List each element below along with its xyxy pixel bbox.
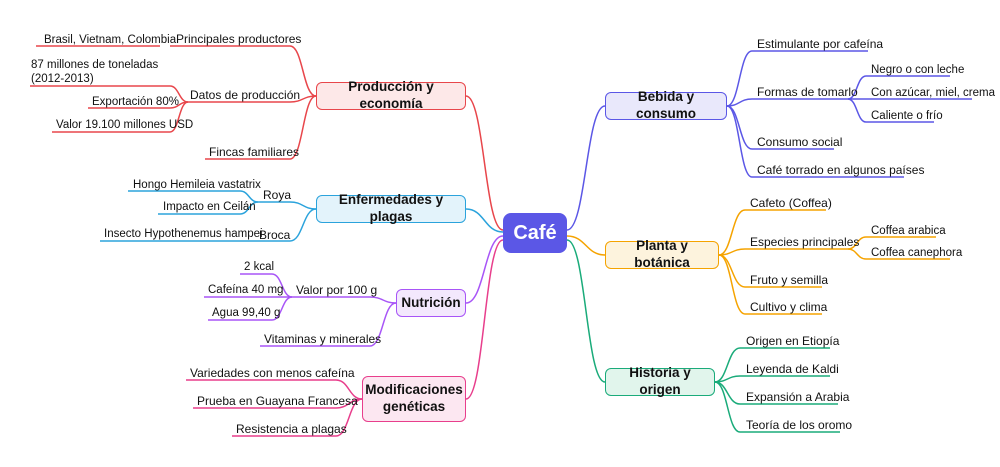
branch-historia[interactable]: Historia y origen (605, 365, 715, 397)
edge-center-bebida (566, 105, 606, 231)
node-kcal[interactable]: 2 kcal (244, 261, 275, 273)
edge-his-oromo (714, 381, 741, 433)
edge-prod-principales (289, 45, 317, 97)
node-hongo[interactable]: Hongo Hemileia vastatrix (133, 179, 261, 191)
node-variedades[interactable]: Variedades con menos cafeína (190, 366, 355, 380)
edge-his-kaldi (714, 375, 741, 383)
edge-prod-fincas (289, 95, 317, 160)
node-fruto[interactable]: Fruto y semilla (750, 273, 829, 287)
edge-beb-formas (726, 98, 753, 107)
node-kaldi[interactable]: Leyenda de Kaldi (746, 362, 839, 376)
edge-center-enfermedades (465, 208, 504, 233)
edge-enf-ceilan (239, 201, 259, 215)
edge-his-etiopia (714, 347, 741, 383)
node-prueba[interactable]: Prueba en Guayana Francesa (197, 394, 358, 408)
node-cafeina[interactable]: Cafeína 40 mg (208, 284, 284, 296)
branch-planta[interactable]: Planta y botánica (605, 238, 719, 270)
edge-pla-cafeto (718, 209, 746, 256)
edge-beb-torrado (726, 105, 753, 178)
node-formas[interactable]: Formas de tomarlo (757, 85, 858, 99)
node-arabia[interactable]: Expansión a Arabia (746, 390, 850, 404)
node-etiopia[interactable]: Origen en Etiopía (746, 334, 840, 348)
edge-prod-datos (289, 95, 317, 103)
edge-mod-resistencia (335, 398, 363, 437)
node-oromo[interactable]: Teoría de los oromo (746, 418, 853, 432)
node-broca[interactable]: Broca (259, 228, 291, 242)
node-valor-100g[interactable]: Valor por 100 g (296, 283, 378, 297)
node-resistencia[interactable]: Resistencia a plagas (236, 422, 347, 436)
edge-enf-broca (289, 208, 317, 242)
edge-center-historia (566, 239, 606, 383)
node-estimulante[interactable]: Estimulante por cafeína (757, 37, 884, 51)
edge-his-arabia (714, 381, 741, 405)
node-principales-productores[interactable]: Principales productores (176, 32, 302, 46)
edge-enf-roya (289, 201, 317, 210)
branch-modificaciones[interactable]: Modificaciones genéticas (362, 376, 466, 422)
node-agua[interactable]: Agua 99,40 g (212, 307, 281, 319)
node-paises[interactable]: Brasil, Vietnam, Colombia (44, 34, 177, 46)
node-roya[interactable]: Roya (263, 188, 292, 202)
edge-prod-valor (169, 101, 189, 133)
node-ceilan[interactable]: Impacto en Ceilán (163, 201, 256, 213)
node-consumo-social[interactable]: Consumo social (757, 135, 843, 149)
branch-produccion[interactable]: Producción y economía (316, 79, 466, 111)
node-datos-produccion[interactable]: Datos de producción (190, 88, 301, 102)
node-arabica[interactable]: Coffea arabica (871, 225, 946, 237)
edge-nut-agua (271, 296, 293, 321)
edge-center-nutricion (465, 235, 504, 304)
node-caliente[interactable]: Caliente o frío (871, 110, 943, 122)
edge-nut-valor (369, 296, 397, 304)
node-torrado[interactable]: Café torrado en algunos países (757, 163, 925, 177)
node-cultivo[interactable]: Cultivo y clima (750, 300, 828, 314)
node-azucar[interactable]: Con azúcar, miel, crema (871, 87, 995, 99)
node-insecto[interactable]: Insecto Hypothenemus hampei (104, 228, 263, 240)
edge-nut-vitaminas (369, 302, 397, 347)
edge-center-modificaciones (465, 239, 504, 400)
edge-pla-especies (718, 248, 746, 256)
node-fincas[interactable]: Fincas familiares (209, 145, 300, 159)
edge-center-planta (566, 235, 606, 256)
node-vitaminas[interactable]: Vitaminas y minerales (264, 332, 382, 346)
branch-nutricion[interactable]: Nutrición (396, 289, 466, 317)
edge-beb-caliente (847, 98, 867, 123)
central-node[interactable]: Café (503, 213, 567, 253)
node-negro[interactable]: Negro o con leche (871, 64, 965, 76)
node-toneladas[interactable]: 87 millones de toneladas (2012-2013) (31, 59, 159, 85)
edge-pla-cultivo (718, 254, 746, 315)
branch-enfermedades[interactable]: Enfermedades y plagas (316, 192, 466, 224)
node-canephora[interactable]: Coffea canephora (871, 247, 963, 259)
edge-pla-canephora (847, 248, 867, 260)
node-exportacion[interactable]: Exportación 80% (92, 96, 179, 108)
node-valor[interactable]: Valor 19.100 millones USD (56, 119, 194, 131)
node-especies[interactable]: Especies principales (750, 235, 860, 249)
node-cafeto[interactable]: Cafeto (Coffea) (750, 196, 832, 210)
edge-center-produccion (465, 95, 504, 231)
branch-bebida[interactable]: Bebida y consumo (605, 89, 727, 121)
edge-beb-estimulante (726, 50, 753, 107)
edge-mod-variedades (335, 379, 363, 400)
